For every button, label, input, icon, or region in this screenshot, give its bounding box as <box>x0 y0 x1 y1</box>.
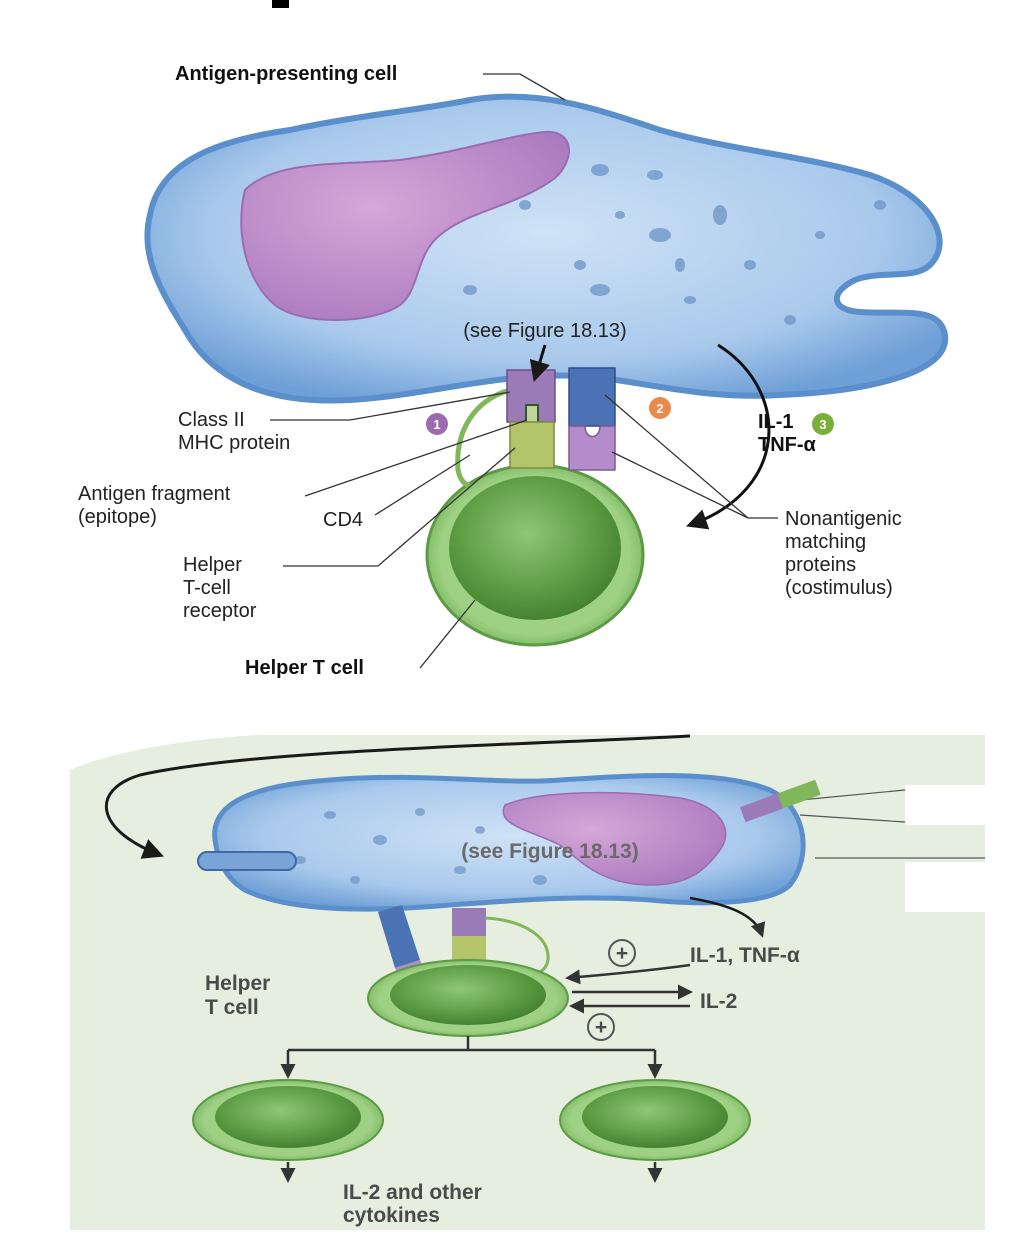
helper-t-cell-nucleus <box>449 476 621 620</box>
bottom-capsule <box>197 851 297 871</box>
apc-nucleus <box>240 130 570 321</box>
bottom-leaders <box>799 789 985 859</box>
bottom-apc-granules <box>294 808 547 885</box>
antigen-label-line2: (epitope) <box>78 506 157 528</box>
daughter-t-cell-right-nucleus <box>582 1086 728 1148</box>
bottom-helper-label-line2: T cell <box>205 996 259 1019</box>
plus-circle-2 <box>587 1013 615 1041</box>
bottom-il1-tnf-label: IL-1, TNF-α <box>690 944 800 967</box>
helper-t-cell-leader <box>419 599 476 669</box>
see-figure-arrow <box>529 344 550 383</box>
costimulus-t-cell-protein <box>568 425 616 471</box>
nonantigenic-label-line4: (costimulus) <box>785 577 893 599</box>
tcr-label-line1: Helper <box>183 554 242 576</box>
recycle-arrow <box>104 734 691 859</box>
bottom-helper-t-cell-nucleus <box>390 965 546 1025</box>
helper-t-cell-label: Helper T cell <box>245 657 364 679</box>
tnf-label: TNF-α <box>758 434 817 456</box>
il1-label: IL-1 <box>758 411 794 433</box>
il1-arrow <box>686 343 771 530</box>
bottom-mhc-complex <box>740 779 821 823</box>
plus-sign-2: + <box>595 1016 607 1039</box>
apc-label: Antigen-presenting cell <box>175 63 397 85</box>
split-line <box>288 1036 655 1052</box>
cd4-leader <box>374 454 471 516</box>
blank-box-1 <box>905 785 985 825</box>
step1-badge <box>426 413 448 435</box>
class2-leader <box>270 391 511 421</box>
blank-box-2 <box>905 862 985 912</box>
bottom-see-figure: (see Figure 18.13) <box>461 840 638 863</box>
corner-mark <box>272 0 289 8</box>
antigen-label-line1: Antigen fragment <box>78 483 231 505</box>
nonantigenic-label-line2: matching <box>785 531 866 553</box>
step1-number: 1 <box>433 417 440 432</box>
antigen-leader <box>304 419 528 497</box>
step3-number: 3 <box>819 417 826 432</box>
bottom-apc-nucleus <box>502 791 727 886</box>
step2-number: 2 <box>656 401 663 416</box>
tcr-leader <box>283 447 516 567</box>
bottom-il2-label: IL-2 <box>700 990 737 1013</box>
top-panel: (see Figure 18.13) 1 2 3 Antigen-present… <box>78 63 949 679</box>
nonantigenic-label-line3: proteins <box>785 554 856 576</box>
see-figure-label: (see Figure 18.13) <box>463 320 626 342</box>
t-cell-receptor <box>509 421 555 469</box>
tcr-label-line2: T-cell <box>183 577 231 599</box>
daughter-t-cell-left-nucleus <box>215 1086 361 1148</box>
plus-circle-1 <box>608 939 636 967</box>
bottom-corner-clip <box>70 735 260 770</box>
bottom-il1-arrow-in <box>689 896 766 938</box>
step3-badge <box>812 413 834 435</box>
tcr-label-line3: receptor <box>183 600 257 622</box>
step2-badge <box>649 397 671 419</box>
bottom-panel: (see Figure 18.13) Helper T cell + IL-1,… <box>70 734 985 1230</box>
class2-label-line1: Class II <box>178 409 245 431</box>
class2-label-line2: MHC protein <box>178 432 290 454</box>
apc-granules <box>463 164 886 325</box>
nonantigenic-leader-b <box>611 451 749 519</box>
nonantigenic-label-line1: Nonantigenic <box>785 508 902 530</box>
bottom-il1-arrow-to-t <box>565 963 691 985</box>
bottom-helper-label-line1: Helper <box>205 972 270 995</box>
cytokines-label-line2: cytokines <box>343 1204 440 1227</box>
plus-sign-1: + <box>616 942 628 965</box>
apc-leader <box>483 73 566 101</box>
cd4-label: CD4 <box>323 509 363 531</box>
nonantigenic-leader-a <box>604 394 778 519</box>
cytokines-label-line1: IL-2 and other <box>343 1181 482 1204</box>
cd4-loop <box>455 387 511 489</box>
